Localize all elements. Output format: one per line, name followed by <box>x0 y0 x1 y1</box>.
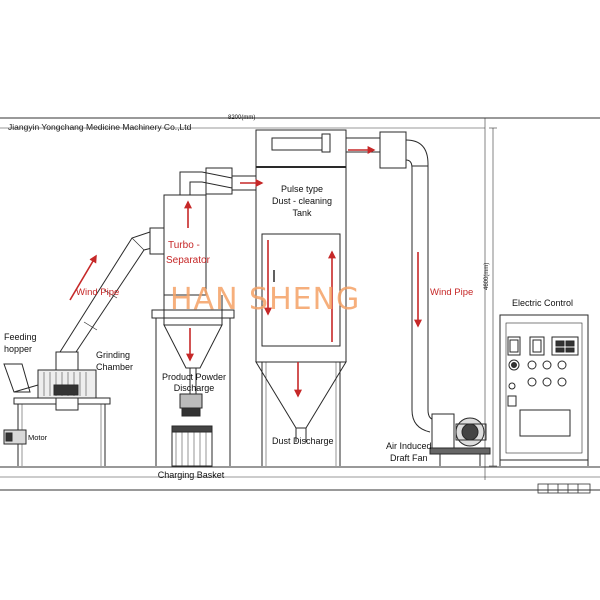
watermark-han-sheng: HAN SHENG <box>170 282 361 317</box>
wind-pipe-left-duct <box>59 231 153 353</box>
top-dimension-label: 8200(mm) <box>228 115 256 121</box>
feeding-hopper-label-1: Feeding <box>4 332 37 342</box>
grinding-mill <box>3 351 111 466</box>
dimension-lines <box>489 127 497 467</box>
grinding-chamber-label-1: Grinding <box>96 350 131 360</box>
drawing-frame <box>0 117 600 491</box>
wind-pipe-right-label: Wind Pipe <box>430 287 474 298</box>
feeding-hopper-label-2: hopper <box>4 344 33 354</box>
draft-fan <box>411 409 491 466</box>
tank-to-fan-duct <box>346 131 429 410</box>
wind-pipe-left-label: Wind Pipe <box>76 287 120 298</box>
separator-to-tank-duct <box>232 175 256 191</box>
electric-control-cabinet <box>499 314 589 466</box>
charging-basket-label: Charging Basket <box>157 470 225 480</box>
turbo-separator-label-2: Separator <box>166 255 210 266</box>
motor-label: Motor <box>28 433 48 442</box>
turbo-separator-label-1: Turbo - <box>168 240 200 251</box>
arrow-wind-pipe-left <box>69 254 97 301</box>
pulse-tank-label-3: Tank <box>292 208 312 218</box>
air-fan-label-2: Draft Fan <box>390 453 428 463</box>
company-name: Jiangyin Yongchang Medicine Machinery Co… <box>8 122 192 132</box>
grinding-chamber-label-2: Chamber <box>96 362 134 372</box>
flow-arrows <box>69 146 422 398</box>
air-fan-label-1: Air Induced <box>386 441 432 451</box>
pulse-dust-tank <box>255 129 347 466</box>
product-discharge-label-1: Product Powder <box>161 372 227 382</box>
turbo-separator <box>149 167 235 466</box>
electric-control-label: Electric Control <box>512 298 574 308</box>
title-block <box>537 483 591 494</box>
pulse-tank-label-1: Pulse type <box>280 184 324 194</box>
side-dimension-label: 4600(mm) <box>484 262 490 290</box>
pulse-tank-label-2: Dust - cleaning <box>271 196 333 206</box>
charging-basket <box>171 425 213 467</box>
dust-discharge-label: Dust Discharge <box>272 436 334 446</box>
product-discharge-label-2: Discharge <box>173 383 215 393</box>
